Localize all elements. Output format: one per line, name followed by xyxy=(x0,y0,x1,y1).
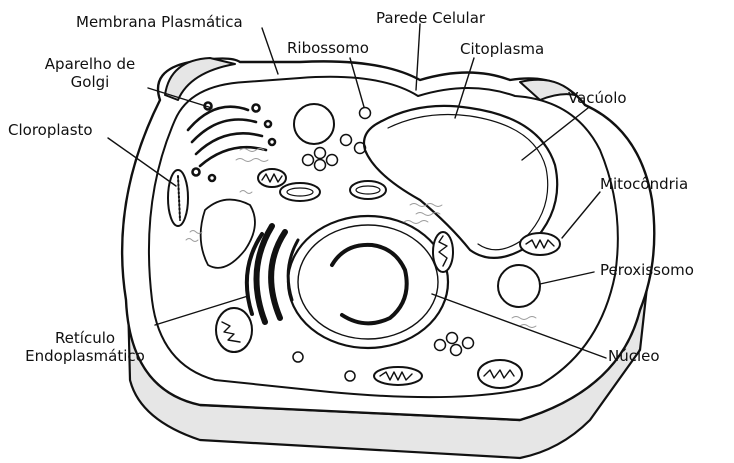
label-vacuolo: Vacúolo xyxy=(568,89,627,107)
nucleus-envelope xyxy=(288,216,448,348)
label-nucleo: Núcleo xyxy=(608,347,660,365)
label-cloroplasto: Cloroplasto xyxy=(8,121,93,139)
label-mitocondria: Mitocôndria xyxy=(600,175,688,193)
label-aparelho-de-golgi: Aparelho de Golgi xyxy=(30,55,150,91)
label-citoplasma: Citoplasma xyxy=(460,40,544,58)
mitochondrion-bottom-right xyxy=(478,360,522,388)
mitochondrion-bottom xyxy=(374,367,422,385)
label-reticulo-line-2: Endoplasmático xyxy=(20,347,150,365)
mitochondrion-mid xyxy=(433,232,453,272)
mitochondrion-left-bottom xyxy=(216,308,252,352)
label-reticulo-endoplasmatico: Retículo Endoplasmático xyxy=(20,329,150,365)
label-parede-celular: Parede Celular xyxy=(376,9,485,27)
label-peroxissomo: Peroxissomo xyxy=(600,261,694,279)
peroxisome xyxy=(498,265,540,307)
label-ribossomo: Ribossomo xyxy=(287,39,369,57)
mitochondrion-right xyxy=(520,233,560,255)
label-golgi-line-2: Golgi xyxy=(30,73,150,91)
mitochondrion-top xyxy=(258,169,286,187)
label-membrana-plasmatica: Membrana Plasmática xyxy=(76,13,243,31)
label-reticulo-line-1: Retículo xyxy=(20,329,150,347)
label-golgi-line-1: Aparelho de xyxy=(30,55,150,73)
